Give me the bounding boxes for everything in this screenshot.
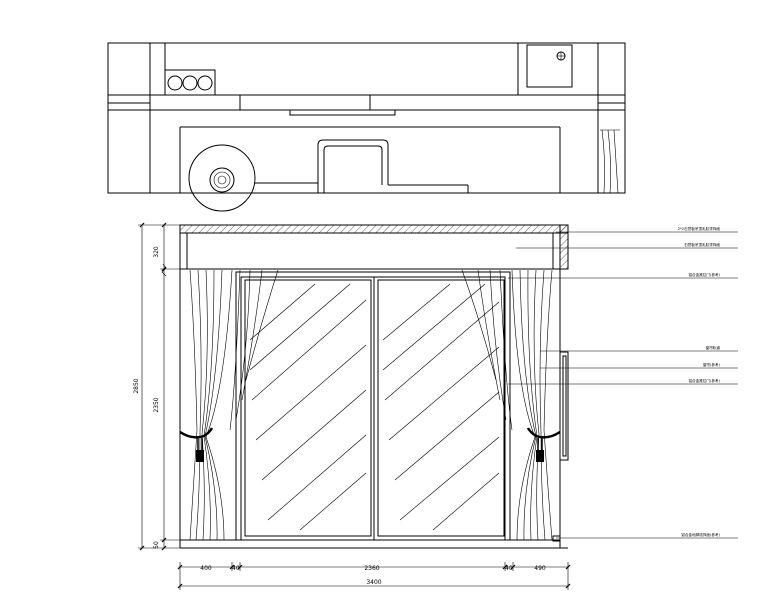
plant-icon [209,167,235,193]
burner-icon [182,75,198,91]
dim-label: 320 [153,246,160,258]
door-panel-left [244,279,372,537]
dim-label: 2350 [153,397,160,412]
dim-total-label: 3400 [366,579,381,586]
armchair [317,139,389,193]
annotation-label: 铝合金地脚线饰面(参考) [681,532,720,537]
burner-icon [197,75,213,91]
glass-reflection-right [382,283,500,531]
plan-curtain [600,129,620,194]
ceiling-soffit-inner [186,232,554,270]
glass-reflection-left [249,283,367,531]
elevation-view [179,224,569,549]
annotation-label: 窗帘轨道 [706,345,721,350]
vertical-dimensions: 320 2350 50 2850 [133,222,180,551]
sink-basin [526,44,573,88]
burner-icon [167,75,183,91]
annotation-label: 铝合金推拉门(参考) [688,272,720,277]
dim-total-label: 2850 [133,378,140,393]
cooktop [164,69,216,96]
annotations: 2*2石膏板吊顶乳胶漆饰面 石膏板吊顶乳胶漆饰面 铝合金推拉门(参考) 窗帘轨道… [678,226,721,537]
dim-label: 50 [153,541,160,549]
annotation-label: 铝合金推拉门(参考) [688,378,720,383]
annotation-label: 2*2石膏板吊顶乳胶漆饰面 [678,226,721,231]
dim-label: 400 [200,565,212,572]
dim-label: 2360 [364,565,379,572]
floor-trim-detail [552,535,561,542]
shelf [239,94,371,111]
curtain-left [189,269,279,541]
plan-view [107,42,626,212]
wall-panel [559,351,569,461]
curtain-right [461,269,553,541]
door-frame [235,271,511,541]
plan-outline [107,42,626,194]
annotation-label: 石膏板吊顶乳胶漆饰面 [684,242,720,247]
door-frame-inner [240,276,506,541]
dim-label: 40 [505,565,513,572]
ceiling-soffit [179,232,561,270]
dim-label: 490 [534,565,546,572]
right-wall-section [559,224,569,270]
round-table [188,144,256,212]
tieback-right [526,427,561,462]
tieback-left [179,427,214,462]
shelf-edge [289,109,396,116]
ceiling-slab [179,224,569,234]
annotation-leaders [508,231,738,539]
horizontal-dimensions: 400 40 2360 40 490 3400 [177,562,571,590]
dim-label: 40 [232,565,240,572]
armchair-inner [323,145,383,193]
annotation-label: 窗帘(参考) [703,362,721,367]
